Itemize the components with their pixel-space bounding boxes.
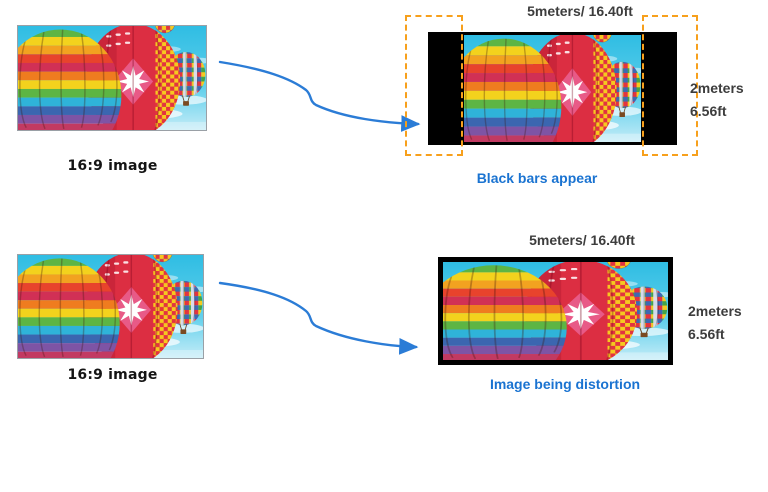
black-bar-highlight-right [642,15,698,156]
letterbox-caption: Black bars appear [476,170,598,186]
balloon-photo [18,26,206,130]
stretched-screen [438,257,673,365]
source-image-frame-top [17,25,207,131]
curved-arrow-icon [218,281,419,355]
height-meters-label: 2meters [690,80,744,96]
screen-height-label: 2meters 6.56ft [688,300,742,346]
screen-width-label: 5meters/ 16.40ft [527,3,633,19]
screen-height-label: 2meters 6.56ft [690,77,744,123]
balloon-photo-stretched [443,262,668,360]
curved-arrow-icon [218,60,421,132]
source-image-frame-bottom [17,254,204,359]
distortion-caption: Image being distortion [489,376,641,392]
source-image-label: 16:9 image [67,367,158,383]
height-feet-label: 6.56ft [690,103,727,119]
source-image-label: 16:9 image [67,158,158,174]
balloon-photo [464,35,641,142]
letterbox-screen [428,32,677,145]
balloon-photo [18,255,203,358]
screen-width-label: 5meters/ 16.40ft [529,232,635,248]
height-feet-label: 6.56ft [688,326,725,342]
black-bar-highlight-left [405,15,463,156]
height-meters-label: 2meters [688,303,742,319]
